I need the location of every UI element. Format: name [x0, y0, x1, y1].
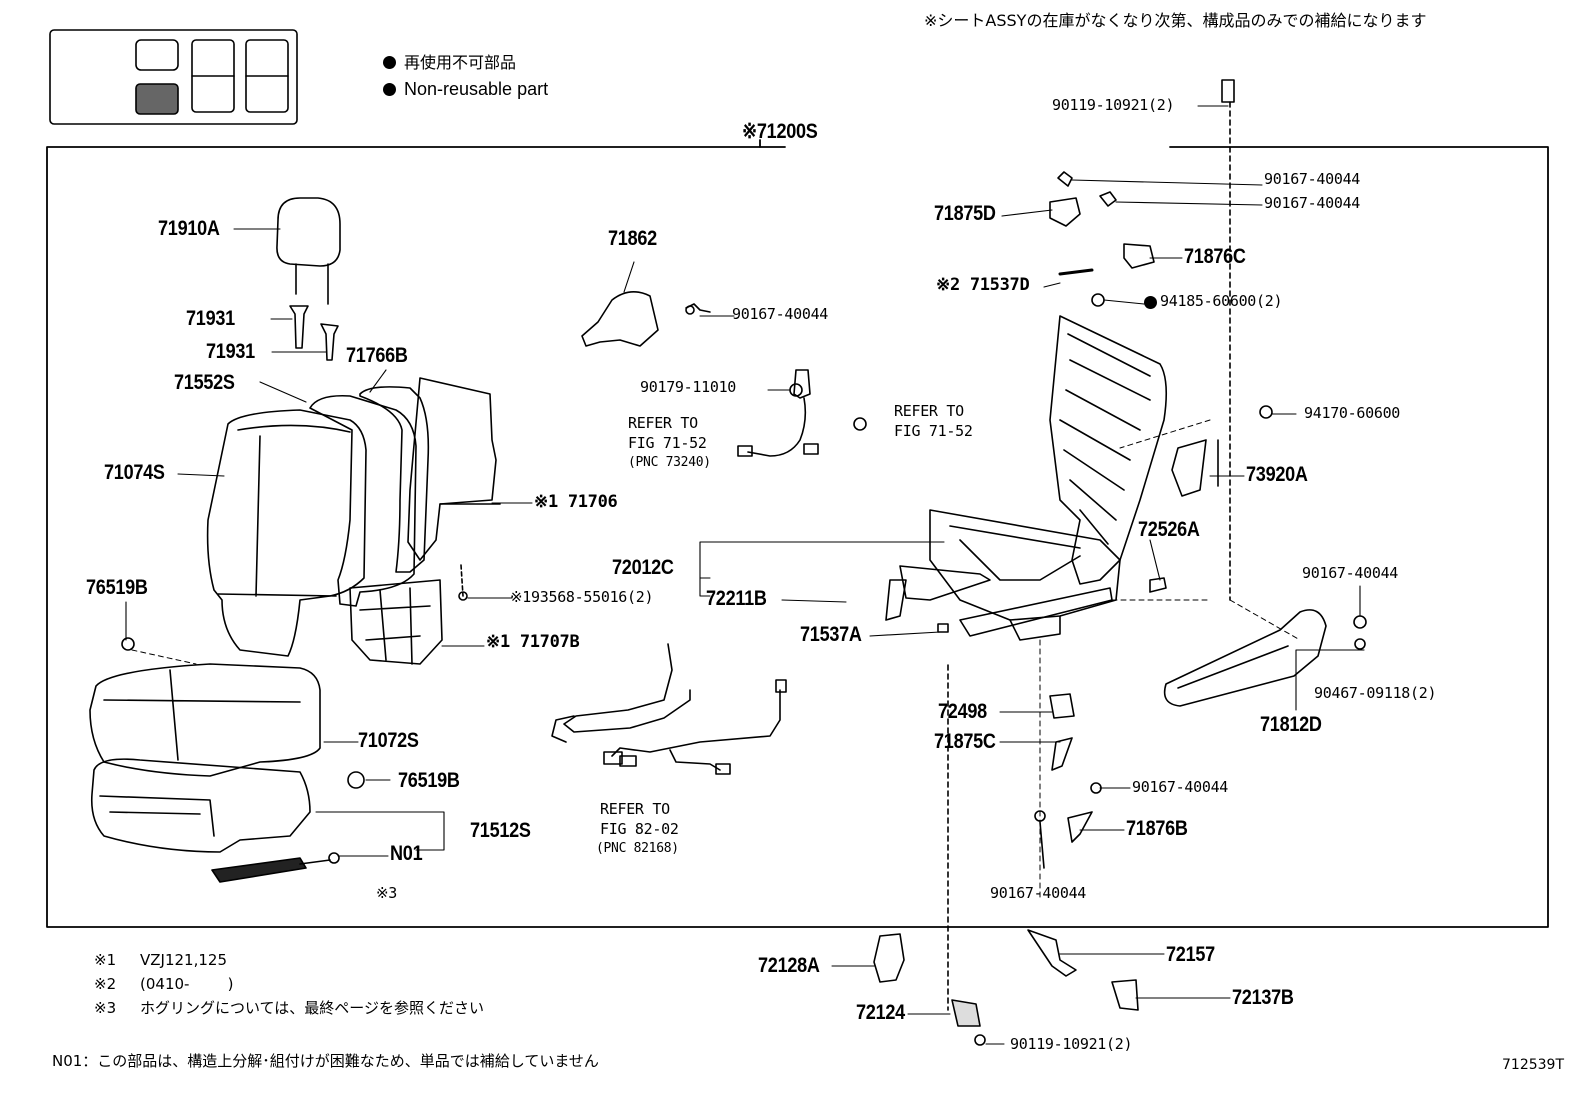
part-72128A[interactable]: 72128A — [758, 954, 820, 977]
part-71537D[interactable]: ※2 71537D — [936, 275, 1030, 295]
refer-1-line3: (PNC 73240) — [628, 455, 711, 470]
part-76519B-b[interactable]: 76519B — [398, 769, 460, 792]
footnote-3-text: ホグリングについては、最終ページを参照ください — [140, 999, 484, 1017]
part-90167-40044-c[interactable]: 90167-40044 — [1264, 194, 1361, 212]
part-72124[interactable]: 72124 — [856, 1001, 905, 1024]
assembly-label: ※71200S — [742, 120, 818, 143]
part-90167-40044-e[interactable]: 90167-40044 — [1132, 778, 1229, 796]
part-71072S[interactable]: 71072S — [358, 729, 419, 752]
seatback-drawing — [206, 377, 501, 665]
part-193568-55016[interactable]: ※193568-55016(2) — [510, 588, 654, 606]
part-71876C[interactable]: 71876C — [1184, 245, 1246, 268]
assembly-frame — [46, 139, 1549, 928]
refer-3-line1: REFER TO — [600, 800, 670, 818]
legend-item-jp: 再使用不可部品 — [383, 55, 516, 71]
refer-2-line2: FIG 71-52 — [894, 422, 973, 440]
dashed-guides — [131, 419, 1301, 901]
part-72157[interactable]: 72157 — [1166, 943, 1215, 966]
part-72012C[interactable]: 72012C — [612, 556, 674, 579]
part-71876B[interactable]: 71876B — [1126, 817, 1188, 840]
part-N01[interactable]: N01 — [390, 842, 423, 865]
header-note: ※シートASSYの在庫がなくなり次第、構成品のみでの補給になります — [924, 11, 1427, 30]
refer-1-line1: REFER TO — [628, 414, 698, 432]
part-71512S[interactable]: 71512S — [470, 819, 531, 842]
leader-lines — [125, 105, 1365, 1045]
part-71862[interactable]: 71862 — [608, 227, 657, 250]
footnote-3-mark: ※3 — [94, 999, 117, 1017]
refer-1-line2: FIG 71-52 — [628, 434, 707, 452]
headrest-drawing — [276, 197, 341, 361]
part-90467-09118[interactable]: 90467-09118(2) — [1314, 684, 1437, 702]
seat-cushion-drawing — [89, 637, 365, 883]
part-90167-40044-f[interactable]: 90167-40044 — [990, 884, 1087, 902]
part-90119-10921-top[interactable]: 90119-10921(2) — [1052, 96, 1175, 114]
legend-label-en: Non-reusable part — [404, 79, 549, 99]
legend-label-jp: 再使用不可部品 — [404, 53, 517, 72]
part-94185-60600[interactable]: 94185-60600(2) — [1160, 292, 1283, 310]
part-71931-a[interactable]: 71931 — [186, 307, 235, 330]
part-90167-40044-b[interactable]: 90167-40044 — [1264, 170, 1361, 188]
non-reusable-dot-icon — [1144, 296, 1165, 311]
footnote-1-text: VZJ121,125 — [140, 951, 227, 969]
part-72137B[interactable]: 72137B — [1232, 986, 1294, 1009]
part-90119-10921-bottom[interactable]: 90119-10921(2) — [1010, 1035, 1133, 1053]
hog-ring-mark: ※3 — [376, 884, 397, 902]
lower-brackets-drawing — [873, 664, 1139, 1046]
part-71552S[interactable]: 71552S — [174, 371, 235, 394]
part-90167-40044-a[interactable]: 90167-40044 — [732, 305, 829, 323]
footnote-n01: N01：この部品は、構造上分解･組付けが困難なため、単品では補給していません — [52, 1052, 599, 1070]
refer-2-line1: REFER TO — [894, 402, 964, 420]
part-71910A[interactable]: 71910A — [158, 217, 220, 240]
footnote-2-mark: ※2 — [94, 975, 117, 993]
part-71812D[interactable]: 71812D — [1260, 713, 1322, 736]
part-90179-11010[interactable]: 90179-11010 — [640, 378, 737, 396]
side-cover-drawing — [1163, 609, 1367, 707]
seat-position-thumbnail — [49, 29, 298, 125]
footnote-1-mark: ※1 — [94, 951, 117, 969]
part-94170-60600[interactable]: 94170-60600 — [1304, 404, 1401, 422]
part-90167-40044-d[interactable]: 90167-40044 — [1302, 564, 1399, 582]
wire-harness-drawing — [551, 643, 787, 775]
part-71766B[interactable]: 71766B — [346, 344, 408, 367]
part-76519B-a[interactable]: 76519B — [86, 576, 148, 599]
part-72211B[interactable]: 72211B — [706, 587, 767, 610]
part-71537A[interactable]: 71537A — [800, 623, 862, 646]
belt-and-cover-drawing — [581, 291, 867, 457]
refer-3-line3: (PNC 82168) — [596, 841, 679, 856]
refer-3-line2: FIG 82-02 — [600, 820, 679, 838]
part-71706[interactable]: ※1 71706 — [534, 492, 618, 512]
part-71707B[interactable]: ※1 71707B — [486, 632, 580, 652]
non-reusable-dot-icon — [383, 56, 396, 69]
part-71074S[interactable]: 71074S — [104, 461, 165, 484]
part-71875D[interactable]: 71875D — [934, 202, 996, 225]
non-reusable-dot-icon — [383, 83, 396, 96]
legend-item-en: Non-reusable part — [383, 80, 548, 98]
part-71875C[interactable]: 71875C — [934, 730, 996, 753]
part-72526A[interactable]: 72526A — [1138, 518, 1200, 541]
part-73920A[interactable]: 73920A — [1246, 463, 1308, 486]
figure-id: 712539T — [1502, 1057, 1564, 1073]
footnote-2-text: (0410- ) — [140, 975, 234, 993]
seat-frame-drawing — [885, 79, 1273, 641]
part-71931-b[interactable]: 71931 — [206, 340, 255, 363]
part-72498[interactable]: 72498 — [938, 700, 987, 723]
